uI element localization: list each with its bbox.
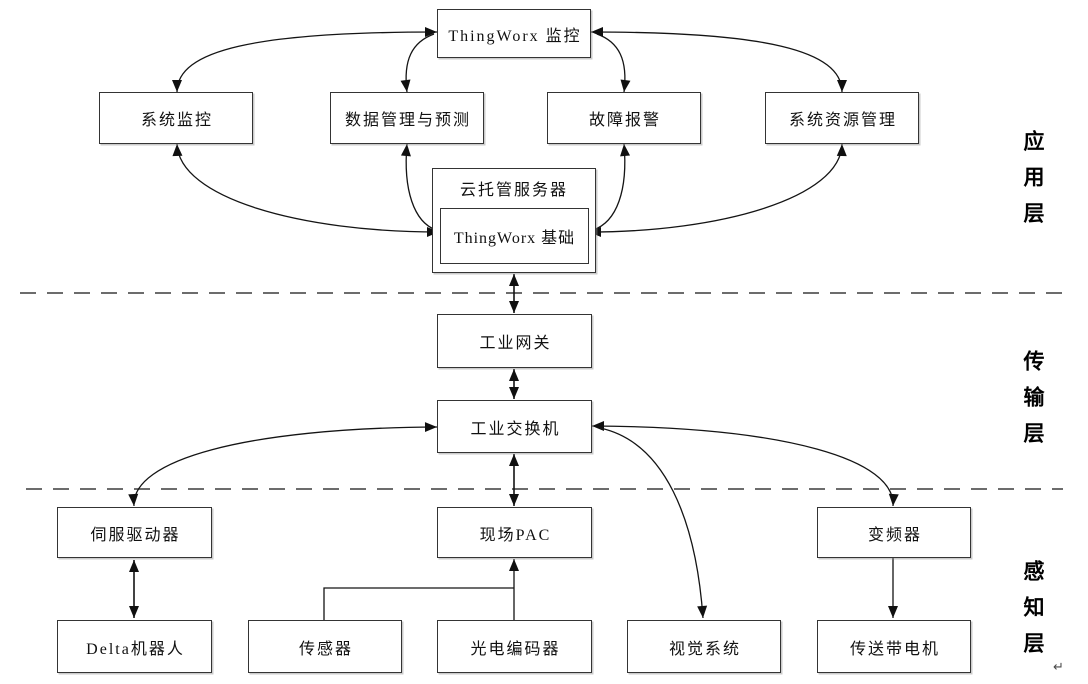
arrow-servo-driver-switch: [128, 422, 438, 507]
node-label: 现场PAC: [479, 526, 552, 544]
node-delta-robot: Delta机器人: [57, 620, 212, 673]
node-label: 传感器: [298, 640, 353, 658]
node-cloud-server: 云托管服务器 ThingWorx 基础: [432, 168, 596, 273]
arrow-data-management-foundation: [400, 143, 437, 231]
arrow-resource-management-thingworx-monitor: [590, 27, 847, 93]
node-inverter: 变频器: [817, 507, 971, 558]
node-label: 伺服驱动器: [90, 526, 181, 544]
node-label: 系统监控: [140, 112, 213, 129]
arrow-system-monitor-foundation: [172, 143, 440, 237]
node-label: 光电编码器: [470, 640, 561, 658]
layer-label-application: 应用层: [1021, 130, 1045, 238]
node-industrial-gateway: 工业网关: [437, 314, 592, 368]
node-label: 云托管服务器: [459, 182, 568, 199]
node-sensor: 传感器: [248, 620, 402, 673]
node-conveyor-motor: 传送带电机: [817, 620, 971, 673]
arrow-inverter-switch: [591, 421, 899, 507]
node-label: 工业网关: [479, 335, 552, 352]
node-label: 故障报警: [588, 112, 661, 129]
node-fault-alarm: 故障报警: [547, 92, 701, 144]
node-field-pac: 现场PAC: [437, 507, 592, 558]
node-label: 工业交换机: [470, 420, 561, 438]
node-thingworx-foundation: ThingWorx 基础: [440, 208, 589, 264]
node-label: ThingWorx 监控: [448, 27, 582, 45]
arrow-resource-management-foundation: [588, 143, 847, 237]
layer-label-perception: 感知层: [1021, 560, 1045, 668]
arrow-switch-vision-system: [599, 427, 708, 619]
node-resource-management: 系统资源管理: [765, 92, 919, 144]
node-system-monitor: 系统监控: [99, 92, 253, 144]
node-encoder: 光电编码器: [437, 620, 592, 673]
node-vision-system: 视觉系统: [627, 620, 781, 673]
node-thingworx-monitor: ThingWorx 监控: [437, 9, 591, 58]
node-label: 数据管理与预测: [344, 112, 471, 129]
node-label: ThingWorx 基础: [453, 230, 576, 247]
arrow-system-monitor-thingworx-monitor: [172, 27, 438, 93]
layer-label-transmission: 传输层: [1021, 350, 1045, 458]
paragraph-return-mark: ↵: [1053, 660, 1064, 675]
node-label: 视觉系统: [668, 640, 741, 658]
node-label: 传送带电机: [849, 640, 940, 658]
line-sensor-to-pac-bus: [323, 587, 514, 620]
arrow-data-management-thingworx-monitor: [400, 33, 435, 93]
node-label: Delta机器人: [86, 640, 185, 658]
arrow-fault-alarm-foundation: [592, 143, 631, 231]
arrow-fault-alarm-thingworx-monitor: [596, 33, 631, 93]
node-label: 变频器: [867, 526, 922, 544]
node-industrial-switch: 工业交换机: [437, 400, 592, 453]
node-label: 系统资源管理: [788, 112, 897, 129]
node-servo-driver: 伺服驱动器: [57, 507, 212, 558]
node-data-management: 数据管理与预测: [330, 92, 484, 144]
